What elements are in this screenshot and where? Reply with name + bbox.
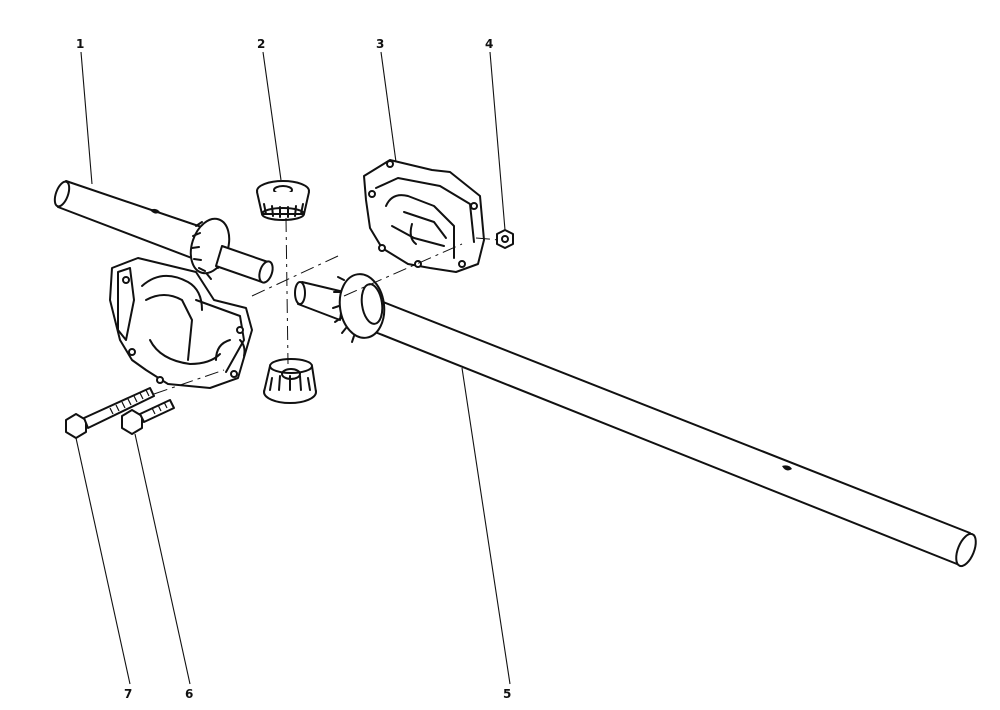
callout-4: 4 — [485, 37, 493, 51]
right-side-gear — [332, 273, 386, 343]
callout-6: 6 — [185, 687, 193, 701]
callout-1: 1 — [76, 37, 84, 51]
right-axle-shaft — [294, 281, 977, 568]
center-lines — [153, 217, 501, 395]
right-housing — [363, 159, 485, 273]
callouts: 1 2 3 4 5 6 7 — [76, 37, 511, 701]
callout-7: 7 — [124, 687, 132, 701]
leader-lines — [75, 51, 511, 685]
left-side-gear — [189, 217, 274, 284]
callout-3: 3 — [376, 37, 384, 51]
upper-pinion-gear — [256, 180, 310, 221]
callout-5: 5 — [503, 687, 511, 701]
hex-nut — [496, 229, 514, 249]
left-axle-shaft — [53, 180, 229, 269]
bolt-short — [121, 399, 175, 435]
bolt-long — [65, 387, 155, 439]
lower-pinion-gear — [263, 358, 317, 404]
left-housing — [109, 257, 253, 389]
callout-2: 2 — [257, 37, 265, 51]
